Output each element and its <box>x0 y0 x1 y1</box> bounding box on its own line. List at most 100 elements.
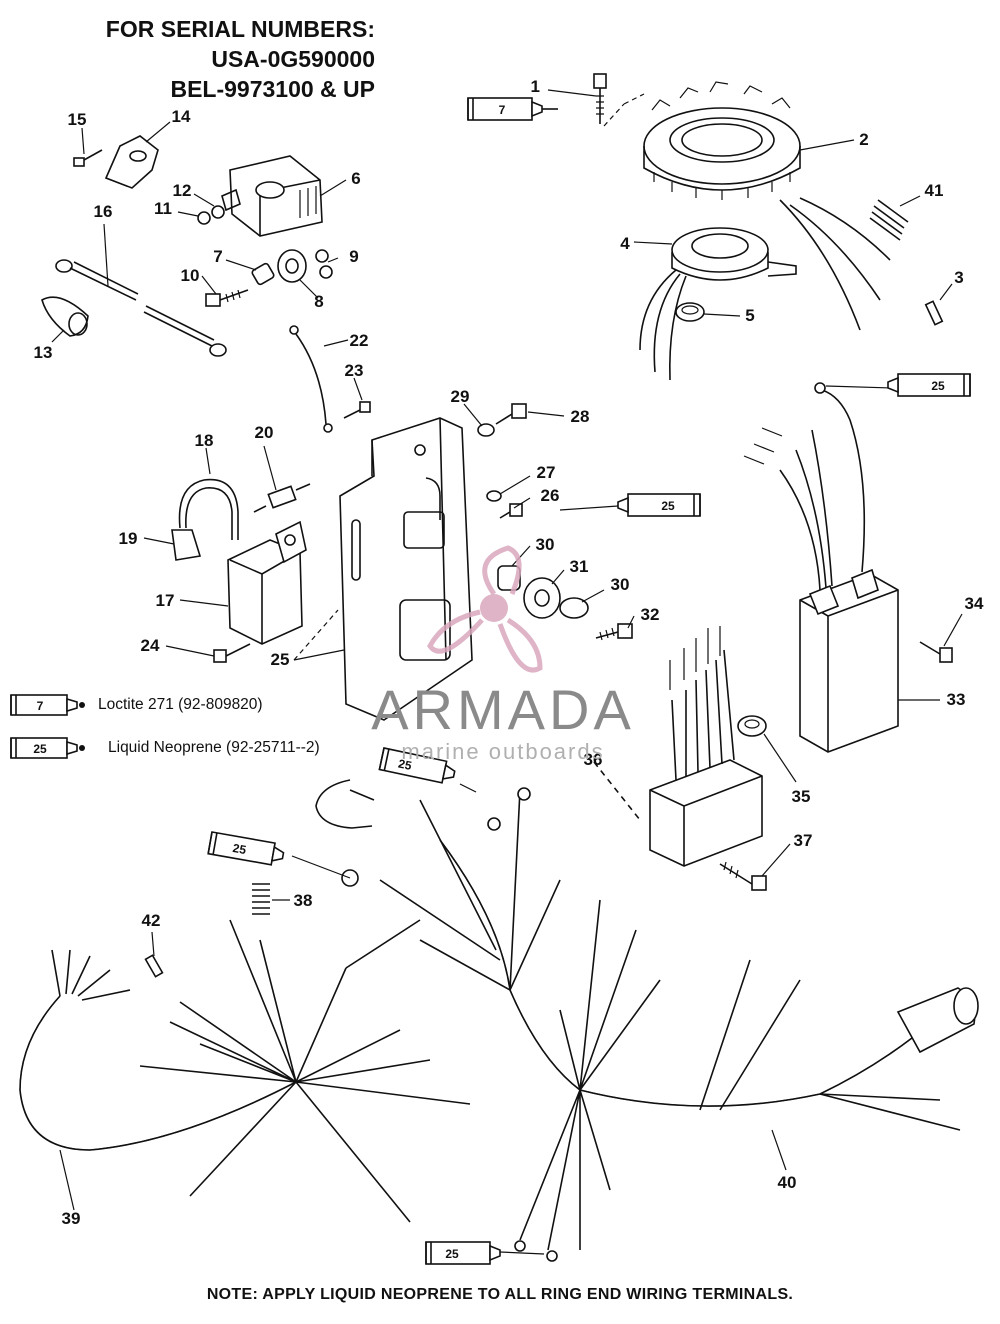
callout-5: 5 <box>745 306 754 325</box>
part-nut-11-12 <box>197 205 225 225</box>
callout-12: 12 <box>173 181 192 200</box>
stator-leads <box>779 197 891 331</box>
callout-24: 24 <box>141 636 160 655</box>
callout-29: 29 <box>451 387 470 406</box>
part-ignition-coil-17 <box>227 520 307 645</box>
callout-14: 14 <box>172 107 191 126</box>
callout-17: 17 <box>156 591 175 610</box>
callout-35: 35 <box>792 787 811 806</box>
tube-25-plate: 25 <box>617 493 701 517</box>
callout-38: 38 <box>294 891 313 910</box>
part-screw-28 <box>495 403 527 425</box>
loop-lead <box>315 779 375 829</box>
callout-22: 22 <box>350 331 369 350</box>
part-solenoid-6 <box>221 155 323 237</box>
callout-23: 23 <box>345 361 364 380</box>
part-harness-39 <box>19 919 471 1223</box>
legend-row-neoprene: 25 Liquid Neoprene (92-25711--2) <box>10 737 320 759</box>
part-screw-1 <box>593 73 645 127</box>
callout-37: 37 <box>794 831 813 850</box>
callout-34: 34 <box>965 594 984 613</box>
part-stator <box>643 81 801 200</box>
callout-10: 10 <box>181 266 200 285</box>
tube-7-screw: 7 <box>467 97 558 121</box>
part-screw-34 <box>919 641 953 663</box>
tube-25-harness-mid: 25 <box>207 831 285 866</box>
callout-40: 40 <box>778 1173 797 1192</box>
tube-25-label-c: 25 <box>397 756 413 773</box>
part-screw-23 <box>343 401 371 419</box>
callout-27: 27 <box>537 463 556 482</box>
part-trigger <box>639 227 797 381</box>
watermark-propeller <box>427 545 543 673</box>
part-screw-10 <box>205 289 249 307</box>
callout-16: 16 <box>94 202 113 221</box>
callout-3: 3 <box>954 268 963 287</box>
tube-icon: 7 <box>10 694 85 716</box>
callout-leaders <box>51 89 963 1255</box>
watermark-subtitle: marine outboards <box>401 739 605 764</box>
part-spark-plug-20 <box>253 483 311 513</box>
callout-36: 36 <box>584 750 603 769</box>
header-serial-bel: BEL-9973100 & UP <box>170 76 375 102</box>
part-boot-19 <box>171 529 202 561</box>
tube-25-label-a: 25 <box>931 379 945 393</box>
part-grommet-31 <box>523 577 561 619</box>
tube-25-harness-upper: 25 <box>378 747 456 784</box>
part-screw-32 <box>595 623 633 641</box>
part-boot-13 <box>41 296 89 337</box>
callout-19: 19 <box>119 529 138 548</box>
callout-4: 4 <box>620 234 630 253</box>
tube-7-label: 7 <box>499 103 506 117</box>
part-hv-lead-18 <box>178 478 239 540</box>
part-ground-strap-22 <box>289 325 333 433</box>
legend-tube-label: 7 <box>37 699 44 713</box>
callout-42: 42 <box>142 911 161 930</box>
part-screw-15 <box>73 149 103 167</box>
watermark-title: ARMADA <box>371 678 635 741</box>
callout-26: 26 <box>541 486 560 505</box>
legend-text: Liquid Neoprene (92-25711--2) <box>108 739 320 756</box>
callout-9: 9 <box>349 247 358 266</box>
legend-tube-label: 25 <box>33 742 47 756</box>
part-switch-box-33 <box>743 382 899 753</box>
callout-41: 41 <box>925 181 944 200</box>
callout-7: 7 <box>213 247 222 266</box>
header-title: FOR SERIAL NUMBERS: <box>105 16 375 42</box>
callout-39: 39 <box>62 1209 81 1228</box>
callout-15: 15 <box>68 110 87 129</box>
bottom-note: NOTE: APPLY LIQUID NEOPRENE TO ALL RING … <box>206 1286 794 1303</box>
tube-25-label-b: 25 <box>661 499 675 513</box>
part-screw-24 <box>213 643 251 663</box>
part-cable-16 <box>55 259 227 357</box>
tube-25-harness-lower: 25 <box>425 1241 501 1265</box>
callout-31: 31 <box>570 557 589 576</box>
callout-8: 8 <box>314 292 323 311</box>
callout-30-b: 30 <box>611 575 630 594</box>
tube-25-label-d: 25 <box>232 841 248 857</box>
part-clamp-35 <box>737 715 767 737</box>
callout-13: 13 <box>34 343 53 362</box>
callout-1: 1 <box>531 77 540 96</box>
callout-18: 18 <box>195 431 214 450</box>
part-clamp-5 <box>675 302 705 322</box>
callout-2: 2 <box>859 130 868 149</box>
part-screw-26 <box>499 503 523 519</box>
tube-icon: 25 <box>10 737 85 759</box>
callout-33: 33 <box>947 690 966 709</box>
watermark: ARMADA marine outboards <box>348 680 658 764</box>
callout-32: 32 <box>641 605 660 624</box>
callout-11: 11 <box>154 199 172 218</box>
callout-6: 6 <box>351 169 360 188</box>
callout-30-a: 30 <box>536 535 555 554</box>
callout-20: 20 <box>255 423 274 442</box>
part-nuts-9 <box>315 249 333 279</box>
part-pin-42 <box>144 954 164 978</box>
serial-number-header: FOR SERIAL NUMBERS: USA-0G590000 BEL-997… <box>106 14 375 104</box>
part-mounting-plate-25 <box>339 417 473 721</box>
callout-28: 28 <box>571 407 590 426</box>
part-pin-3 <box>924 300 944 326</box>
legend-text: Loctite 271 (92-809820) <box>98 696 263 713</box>
callout-numbers: 1 2 3 4 5 6 7 8 9 10 11 12 13 14 15 16 1… <box>34 77 984 1228</box>
